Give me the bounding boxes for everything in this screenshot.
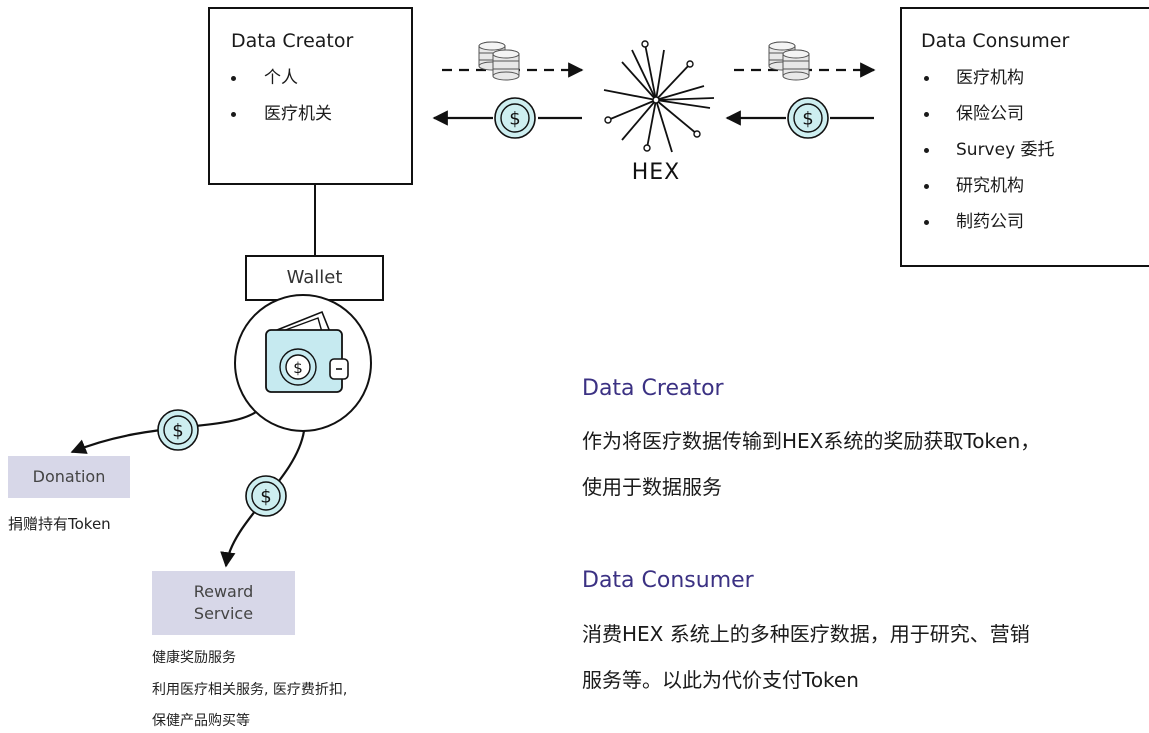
consumer-section-line2: 服务等。以此为代价支付Token (582, 668, 859, 692)
dollar-coin-icon (157, 409, 199, 451)
creator-box (208, 7, 413, 185)
creator-section-line2: 使用于数据服务 (582, 475, 722, 499)
starburst-hub-icon (603, 43, 715, 153)
wallet-icon: $ (265, 310, 349, 393)
reward-caption-line2: 利用医疗相关服务, 医疗费折扣, (152, 682, 348, 698)
svg-text:$: $ (293, 359, 303, 377)
dollar-coin-icon (787, 97, 829, 139)
donation-label: Donation (32, 467, 106, 486)
reward-caption-line1: 健康奖励服务 (152, 650, 236, 666)
consumer-section-title: Data Consumer (582, 568, 754, 593)
reward-service-box: Reward Service (152, 571, 295, 635)
bullet-dot (924, 76, 929, 81)
bullet-dot (924, 112, 929, 117)
reward-caption-line3: 保健产品购买等 (152, 713, 250, 729)
hex-hub-label: HEX (631, 160, 681, 185)
creator-section-line1: 作为将医疗数据传输到HEX系统的奖励获取Token， (582, 429, 1041, 453)
bullet-dot (231, 112, 236, 117)
creator-section-title: Data Creator (582, 376, 724, 401)
consumer-section-line1: 消费HEX 系统上的多种医疗数据，用于研究、营销 (582, 622, 1030, 646)
bullet-dot (231, 76, 236, 81)
wallet-label: Wallet (286, 267, 343, 288)
creator-box-title: Data Creator (231, 30, 354, 52)
database-stack-icon (478, 41, 520, 81)
reward-label-line1: Reward (193, 582, 254, 601)
bullet-dot (924, 184, 929, 189)
consumer-box (900, 7, 1149, 267)
bullet-dot (924, 148, 929, 153)
donation-box: Donation (8, 456, 130, 498)
consumer-box-title: Data Consumer (921, 30, 1070, 52)
dollar-coin-icon (494, 97, 536, 139)
bullet-dot (924, 220, 929, 225)
reward-label-line2: Service (193, 604, 254, 623)
donation-caption: 捐赠持有Token (8, 515, 111, 533)
database-stack-icon (768, 41, 810, 81)
dollar-coin-icon (245, 475, 287, 517)
